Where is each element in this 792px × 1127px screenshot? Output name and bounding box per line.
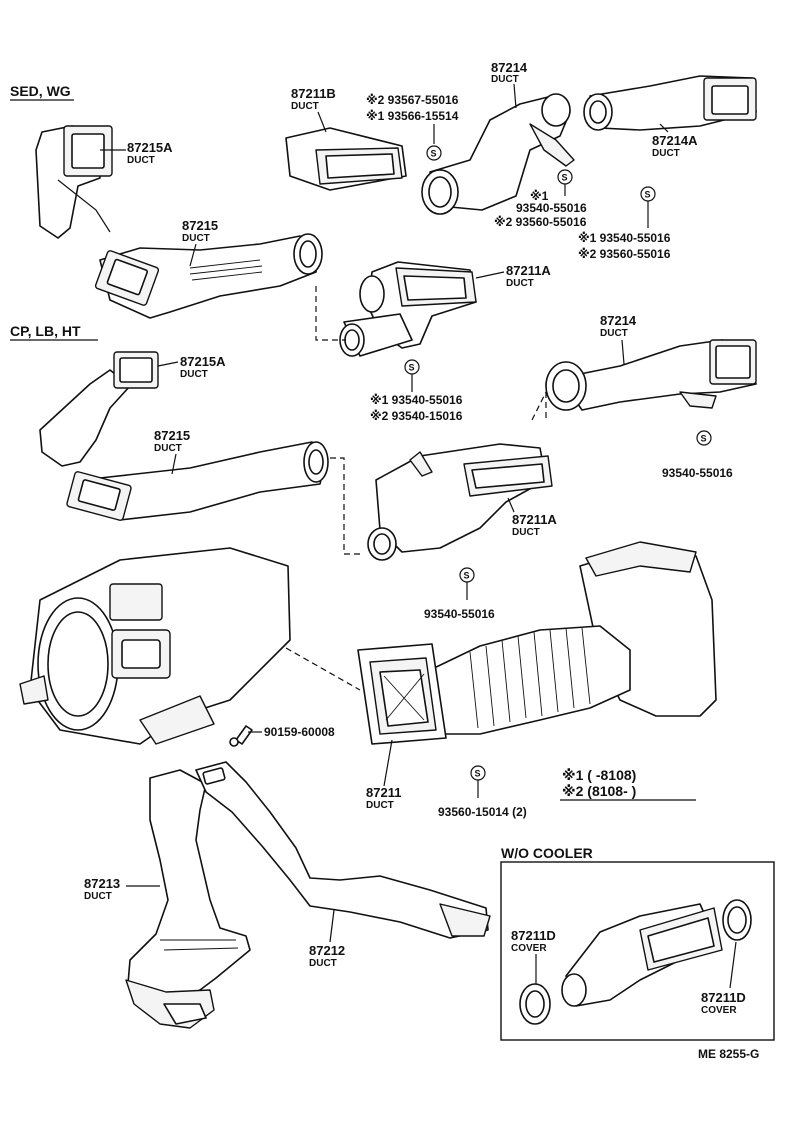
leader-87211D-right — [729, 941, 737, 989]
screw-symbol-icon: S — [557, 169, 573, 185]
part-name-87211A-mid: DUCT — [512, 527, 540, 538]
part-number-87214-mid: 87214 — [600, 313, 637, 328]
leader-87214A — [659, 123, 669, 133]
svg-text:S: S — [475, 769, 481, 779]
part-number-87211A-top: 87211A — [506, 263, 551, 278]
part-name-87214A: DUCT — [652, 148, 680, 159]
fastener-label-90159-60008: 90159-60008 — [264, 725, 335, 739]
part-number-87215-mid: 87215 — [154, 428, 190, 443]
part-number-87213: 87213 — [84, 876, 120, 891]
part-name-87215A-mid: DUCT — [180, 369, 208, 380]
duct-87215A-top-drawing — [35, 125, 113, 239]
duct-87212-drawing — [195, 761, 491, 939]
part-name-87211D-left: COVER — [511, 943, 547, 954]
part-name-87215-top: DUCT — [182, 233, 210, 244]
connector-dashed-87214-87211A-mid-b — [531, 391, 547, 421]
svg-text:S: S — [431, 149, 437, 159]
part-number-87214A: 87214A — [652, 133, 698, 148]
fastener-label-93540-15016-e: ※2 93540-15016 — [370, 409, 463, 423]
leader-87211A-mid — [507, 497, 515, 513]
variant-label-sed-wg: SED, WG — [10, 83, 71, 99]
fastener-label-93560-15014: 93560-15014 (2) — [438, 805, 527, 819]
leader-87214-mid — [621, 339, 625, 365]
part-number-87211: 87211 — [366, 785, 401, 800]
fastener-label-93560-55016-c: ※2 93560-55016 — [494, 215, 587, 229]
fastener-label-93566-15514: ※1 93566-15514 — [366, 109, 459, 123]
duct-87211A-top-drawing — [339, 261, 477, 357]
part-name-87214-mid: DUCT — [600, 328, 628, 339]
fastener-label-93560-55016-d: ※2 93560-55016 — [578, 247, 671, 261]
duct-87214-mid-drawing — [545, 339, 757, 411]
svg-text:S: S — [409, 363, 415, 373]
svg-text:S: S — [645, 190, 651, 200]
part-name-87215-mid: DUCT — [154, 443, 182, 454]
connector-dashed-87215-87211A-top — [315, 286, 346, 341]
duct-87215-top-drawing — [94, 233, 323, 319]
fastener-label-c-note: ※1 — [530, 189, 549, 203]
leader-87214-top — [513, 83, 517, 109]
part-name-87211: DUCT — [366, 800, 394, 811]
part-name-87215A-top: DUCT — [127, 155, 155, 166]
duct-87214A-drawing — [583, 75, 757, 131]
svg-text:S: S — [701, 434, 707, 444]
connector-dashed-87215-87211A-mid — [330, 457, 362, 555]
part-number-87214-top: 87214 — [491, 60, 528, 75]
leader-87212 — [329, 909, 335, 943]
duct-87211-drawing — [357, 541, 717, 745]
connector-dashed-heater-87211 — [285, 647, 361, 691]
part-name-87211A-top: DUCT — [506, 278, 534, 289]
legend-note-2: ※2 (8108- ) — [562, 783, 636, 799]
svg-text:S: S — [562, 173, 568, 183]
duct-87213-drawing — [125, 769, 251, 1029]
screw-symbol-icon: S — [640, 186, 656, 202]
fastener-label-93540-55016-e: ※1 93540-55016 — [370, 393, 463, 407]
screw-symbol-icon: S — [696, 430, 712, 446]
cover-87211D-assembly-drawing — [519, 899, 752, 1025]
part-name-87213: DUCT — [84, 891, 112, 902]
part-number-87215A-mid: 87215A — [180, 354, 226, 369]
part-number-87211A-mid: 87211A — [512, 512, 557, 527]
leader-87215-mid — [171, 453, 177, 475]
wo-cooler-heading: W/O COOLER — [501, 845, 593, 861]
duct-87215-mid-drawing — [66, 441, 329, 521]
part-name-87211B: DUCT — [291, 101, 319, 112]
svg-text:S: S — [464, 571, 470, 581]
screw-symbol-icon: S — [404, 359, 420, 375]
part-number-87211D-left: 87211D — [511, 928, 556, 943]
leader-87211 — [383, 739, 393, 787]
fastener-label-93540-55016-g: 93540-55016 — [424, 607, 495, 621]
duct-87211B-drawing — [285, 127, 407, 191]
leader-87211B — [317, 111, 327, 133]
duct-87214-top-drawing — [421, 93, 575, 215]
duct-87211A-mid-drawing — [367, 443, 553, 561]
bolt-icon — [229, 725, 253, 747]
part-number-87211D-right: 87211D — [701, 990, 746, 1005]
fastener-label-93567-55016: ※2 93567-55016 — [366, 93, 459, 107]
part-number-87215-top: 87215 — [182, 218, 218, 233]
heater-unit-drawing — [19, 547, 291, 745]
part-name-87214-top: DUCT — [491, 74, 519, 85]
part-name-87211D-right: COVER — [701, 1005, 737, 1016]
duct-87215A-mid-drawing — [39, 351, 159, 467]
fastener-label-93540-55016-f: 93540-55016 — [662, 466, 733, 480]
drawing-code: ME 8255-G — [698, 1047, 759, 1061]
leader-87215A-mid — [157, 361, 179, 367]
part-number-87212: 87212 — [309, 943, 345, 958]
legend-note-1: ※1 ( -8108) — [562, 767, 636, 783]
variant-label-cp-lb-ht: CP, LB, HT — [10, 323, 81, 339]
screw-symbol-icon: S — [426, 145, 442, 161]
part-name-87212: DUCT — [309, 958, 337, 969]
wo-cooler-box — [500, 861, 775, 1041]
leader-87215-top — [189, 243, 197, 267]
leader-87211A-top — [475, 271, 505, 279]
part-number-87215A-top: 87215A — [127, 140, 173, 155]
part-number-87211B: 87211B — [291, 86, 336, 101]
screw-symbol-icon: S — [459, 567, 475, 583]
fastener-label-93540-55016-c: 93540-55016 — [516, 201, 587, 215]
fastener-label-93540-55016-d: ※1 93540-55016 — [578, 231, 671, 245]
screw-symbol-icon: S — [470, 765, 486, 781]
